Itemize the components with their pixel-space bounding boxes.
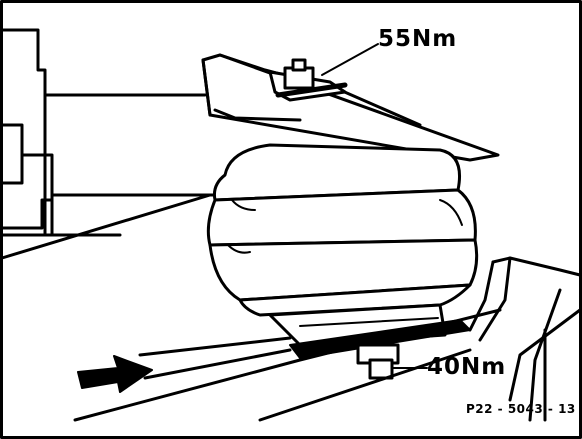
engine-block [0, 28, 227, 260]
lower-torque-label: 40Nm [427, 354, 507, 380]
upper-bolt [268, 43, 379, 102]
lower-bolt [356, 343, 428, 380]
upper-bracket [201, 53, 500, 162]
figure-code: P22 - 5043 - 13 [466, 402, 576, 416]
lower-bracket [73, 256, 582, 422]
right-arrow-icon [77, 355, 153, 393]
upper-torque-label: 55Nm [378, 26, 458, 52]
rubber-mount [206, 143, 479, 317]
